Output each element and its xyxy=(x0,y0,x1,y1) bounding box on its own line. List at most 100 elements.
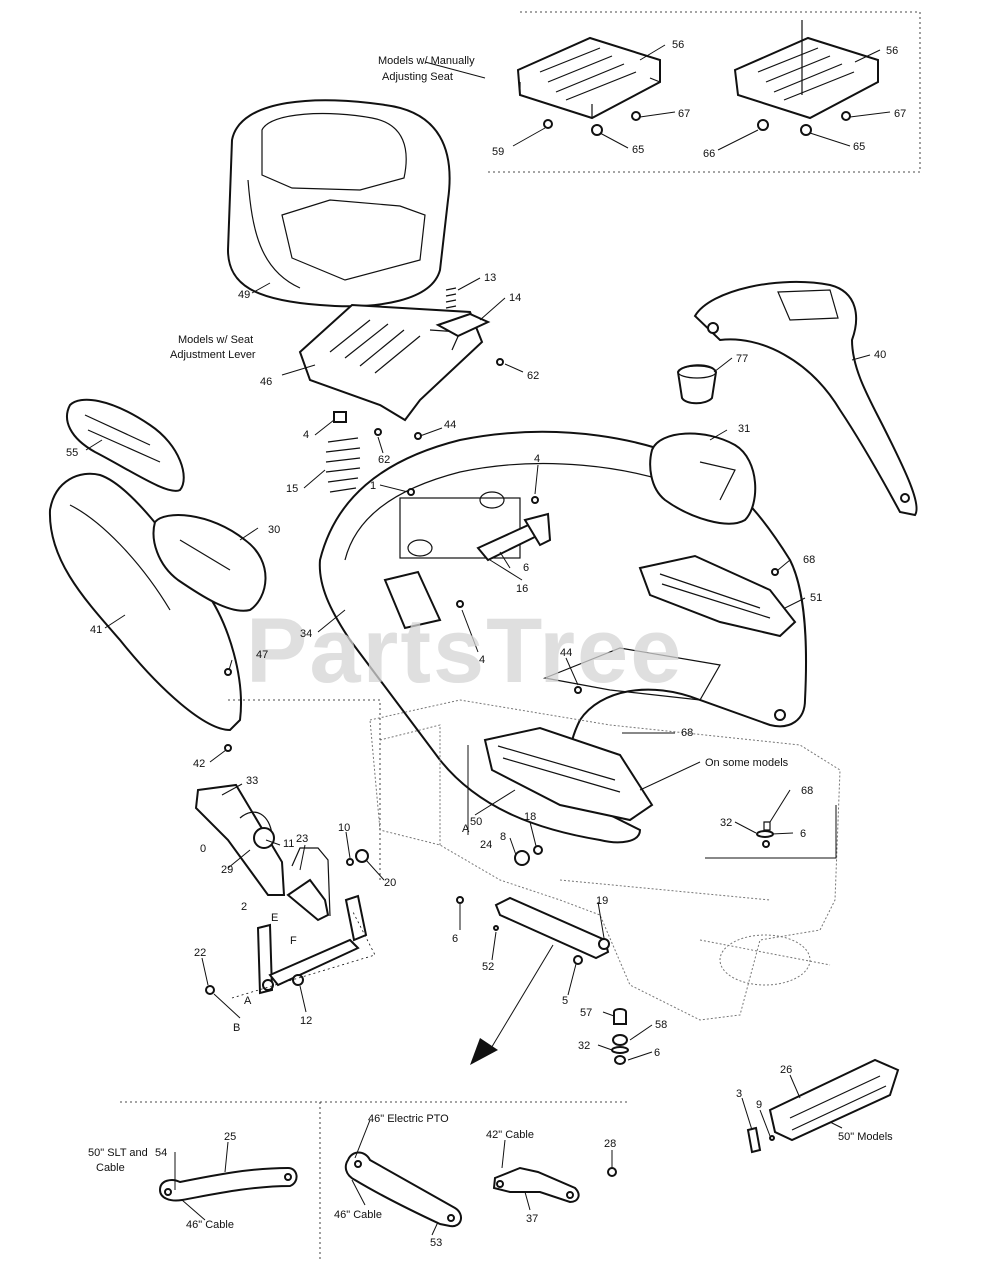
note-cable-42: 42" Cable xyxy=(486,1129,534,1141)
arm-electric-pto xyxy=(344,1151,462,1228)
callout-59: 59 xyxy=(492,146,504,158)
callout-24: 24 xyxy=(480,839,492,851)
callout-3: 3 xyxy=(736,1088,742,1100)
arm-42-cable xyxy=(492,1166,580,1204)
callout-32: 32 xyxy=(578,1040,590,1052)
note-seat-lever-line1: Models w/ Seat xyxy=(178,334,253,346)
callout-1: 1 xyxy=(370,480,376,492)
callout-54: 54 xyxy=(155,1147,167,1159)
callout-37: 37 xyxy=(526,1213,538,1225)
callout-41: 41 xyxy=(90,624,102,636)
note-electric-pto: 46" Electric PTO xyxy=(368,1113,449,1125)
manual-seat-inset xyxy=(485,11,921,173)
callout-9: 9 xyxy=(756,1099,762,1111)
note-slt-cable-line1: 50" SLT and xyxy=(88,1147,148,1159)
note-cable-46-left: 46" Cable xyxy=(186,1219,234,1231)
note-labels: Models w/ Manually Adjusting Seat Models… xyxy=(88,55,893,1231)
callout-67: 67 xyxy=(894,108,906,120)
seat xyxy=(226,99,451,308)
callout-F: F xyxy=(290,935,297,947)
callout-32: 32 xyxy=(720,817,732,829)
callout-44: 44 xyxy=(444,419,456,431)
callout-62: 62 xyxy=(527,370,539,382)
callout-18: 18 xyxy=(524,811,536,823)
callout-13: 13 xyxy=(484,272,496,284)
callout-6: 6 xyxy=(800,828,806,840)
callout-34: 34 xyxy=(300,628,312,640)
left-fender-parts xyxy=(48,398,267,752)
callout-30: 30 xyxy=(268,524,280,536)
callout-19: 19 xyxy=(596,895,608,907)
callout-numbers: 56 67 59 65 56 67 66 65 49 13 14 46 62 4… xyxy=(66,39,906,1249)
seat-spring xyxy=(325,411,422,493)
callout-58: 58 xyxy=(655,1019,667,1031)
callout-8: 8 xyxy=(500,831,506,843)
callout-A: A xyxy=(244,995,252,1007)
callout-52: 52 xyxy=(482,961,494,973)
callout-0: 0 xyxy=(200,843,206,855)
note-seat-lever-line2: Adjustment Lever xyxy=(170,349,256,361)
callout-B: B xyxy=(233,1022,240,1034)
callout-25: 25 xyxy=(224,1131,236,1143)
note-models-50: 50" Models xyxy=(838,1131,893,1143)
callout-56: 56 xyxy=(672,39,684,51)
callout-6: 6 xyxy=(523,562,529,574)
direction-arrow-icon xyxy=(470,1038,498,1065)
callout-53: 53 xyxy=(430,1237,442,1249)
right-fender-upright xyxy=(676,280,918,517)
callout-68: 68 xyxy=(803,554,815,566)
callout-67: 67 xyxy=(678,108,690,120)
callout-47: 47 xyxy=(256,649,268,661)
callout-68: 68 xyxy=(801,785,813,797)
note-slt-cable-line2: Cable xyxy=(96,1162,125,1174)
note-manual-seat-line1: Models w/ Manually xyxy=(378,55,475,67)
callout-33: 33 xyxy=(246,775,258,787)
callout-4: 4 xyxy=(479,654,485,666)
callout-56: 56 xyxy=(886,45,898,57)
callout-20: 20 xyxy=(384,877,396,889)
watermark: PartsTree xyxy=(246,600,683,702)
callout-50: 50 xyxy=(470,816,482,828)
callout-15: 15 xyxy=(286,483,298,495)
callout-44: 44 xyxy=(560,647,572,659)
callout-28: 28 xyxy=(604,1138,616,1150)
arm-and-hardware xyxy=(456,805,837,1065)
callout-12: 12 xyxy=(300,1015,312,1027)
callout-40: 40 xyxy=(874,349,886,361)
arm-50-slt xyxy=(158,1166,298,1202)
callout-42: 42 xyxy=(193,758,205,770)
callout-68: 68 xyxy=(681,727,693,739)
callout-4: 4 xyxy=(534,453,540,465)
callout-4: 4 xyxy=(303,429,309,441)
callout-23: 23 xyxy=(296,833,308,845)
callout-E: E xyxy=(271,912,278,924)
callout-49: 49 xyxy=(238,289,250,301)
pedal-linkage xyxy=(194,699,381,999)
callout-55: 55 xyxy=(66,447,78,459)
callout-22: 22 xyxy=(194,947,206,959)
callout-11: 11 xyxy=(283,838,294,850)
callout-6: 6 xyxy=(654,1047,660,1059)
note-on-some-models: On some models xyxy=(705,757,789,769)
callout-57: 57 xyxy=(580,1007,592,1019)
bottom-insets xyxy=(120,1101,628,1262)
body-panel xyxy=(318,430,808,844)
bracket-50-models xyxy=(746,1058,900,1154)
seat-pan xyxy=(298,287,504,422)
right-console-parts xyxy=(638,432,797,638)
callout-5: 5 xyxy=(562,995,568,1007)
callout-29: 29 xyxy=(221,864,233,876)
frame-ghost xyxy=(369,699,841,1021)
callout-46: 46 xyxy=(260,376,272,388)
callout-26: 26 xyxy=(780,1064,792,1076)
callout-14: 14 xyxy=(509,292,521,304)
callout-6: 6 xyxy=(452,933,458,945)
callout-A: A xyxy=(462,823,470,835)
callout-65: 65 xyxy=(853,141,865,153)
callout-65: 65 xyxy=(632,144,644,156)
note-manual-seat-line2: Adjusting Seat xyxy=(382,71,453,83)
leader-lines xyxy=(85,44,891,1236)
note-cable-46-mid: 46" Cable xyxy=(334,1209,382,1221)
callout-31: 31 xyxy=(738,423,750,435)
